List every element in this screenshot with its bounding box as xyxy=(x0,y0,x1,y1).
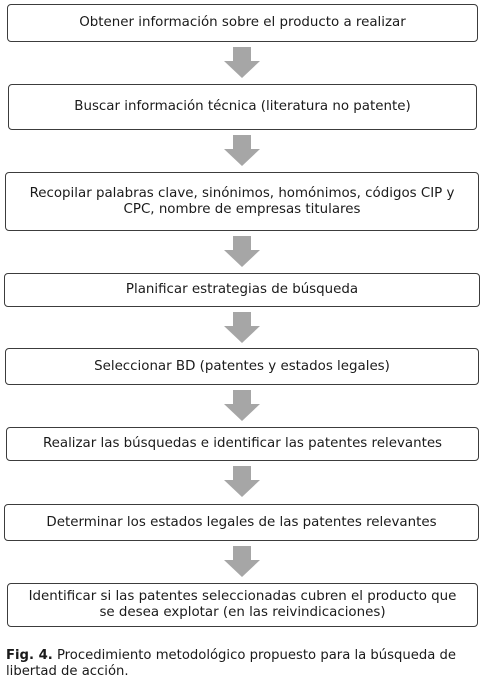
step-1-text: Obtener información sobre el producto a … xyxy=(79,15,406,30)
step-6-text: Realizar las búsquedas e identificar las… xyxy=(42,436,443,451)
down-arrow-5-icon xyxy=(224,390,260,421)
figure-caption: Fig. 4. Procedimiento metodológico propu… xyxy=(6,648,476,680)
step-2-box: Buscar información técnica (literatura n… xyxy=(8,84,477,130)
down-arrow-3-icon xyxy=(224,236,260,267)
step-5-text: Seleccionar BD (patentes y estados legal… xyxy=(94,358,390,374)
down-arrow-6-icon xyxy=(224,466,260,497)
step-3-text: Recopilar palabras clave, sinónimos, hom… xyxy=(29,185,455,217)
step-8-text: Identificar si las patentes seleccionada… xyxy=(28,589,457,620)
caption-label: Fig. 4. xyxy=(6,648,53,663)
down-arrow-7-icon xyxy=(224,546,260,577)
step-1-box: Obtener información sobre el producto a … xyxy=(7,4,478,42)
step-7-box: Determinar los estados legales de las pa… xyxy=(4,504,479,541)
step-4-text: Planificar estrategias de búsqueda xyxy=(125,282,359,297)
caption-text: Procedimiento metodológico propuesto par… xyxy=(6,648,456,679)
down-arrow-1-icon xyxy=(224,47,260,78)
step-5-box: Seleccionar BD (patentes y estados legal… xyxy=(5,348,479,385)
step-3-box: Recopilar palabras clave, sinónimos, hom… xyxy=(5,172,479,231)
step-4-box: Planificar estrategias de búsqueda xyxy=(4,273,480,307)
step-6-box: Realizar las búsquedas e identificar las… xyxy=(6,427,479,461)
step-2-text: Buscar información técnica (literatura n… xyxy=(74,99,411,114)
down-arrow-2-icon xyxy=(224,135,260,166)
step-8-box: Identificar si las patentes seleccionada… xyxy=(7,583,478,627)
down-arrow-4-icon xyxy=(224,312,260,343)
step-7-text: Determinar los estados legales de las pa… xyxy=(46,514,437,530)
